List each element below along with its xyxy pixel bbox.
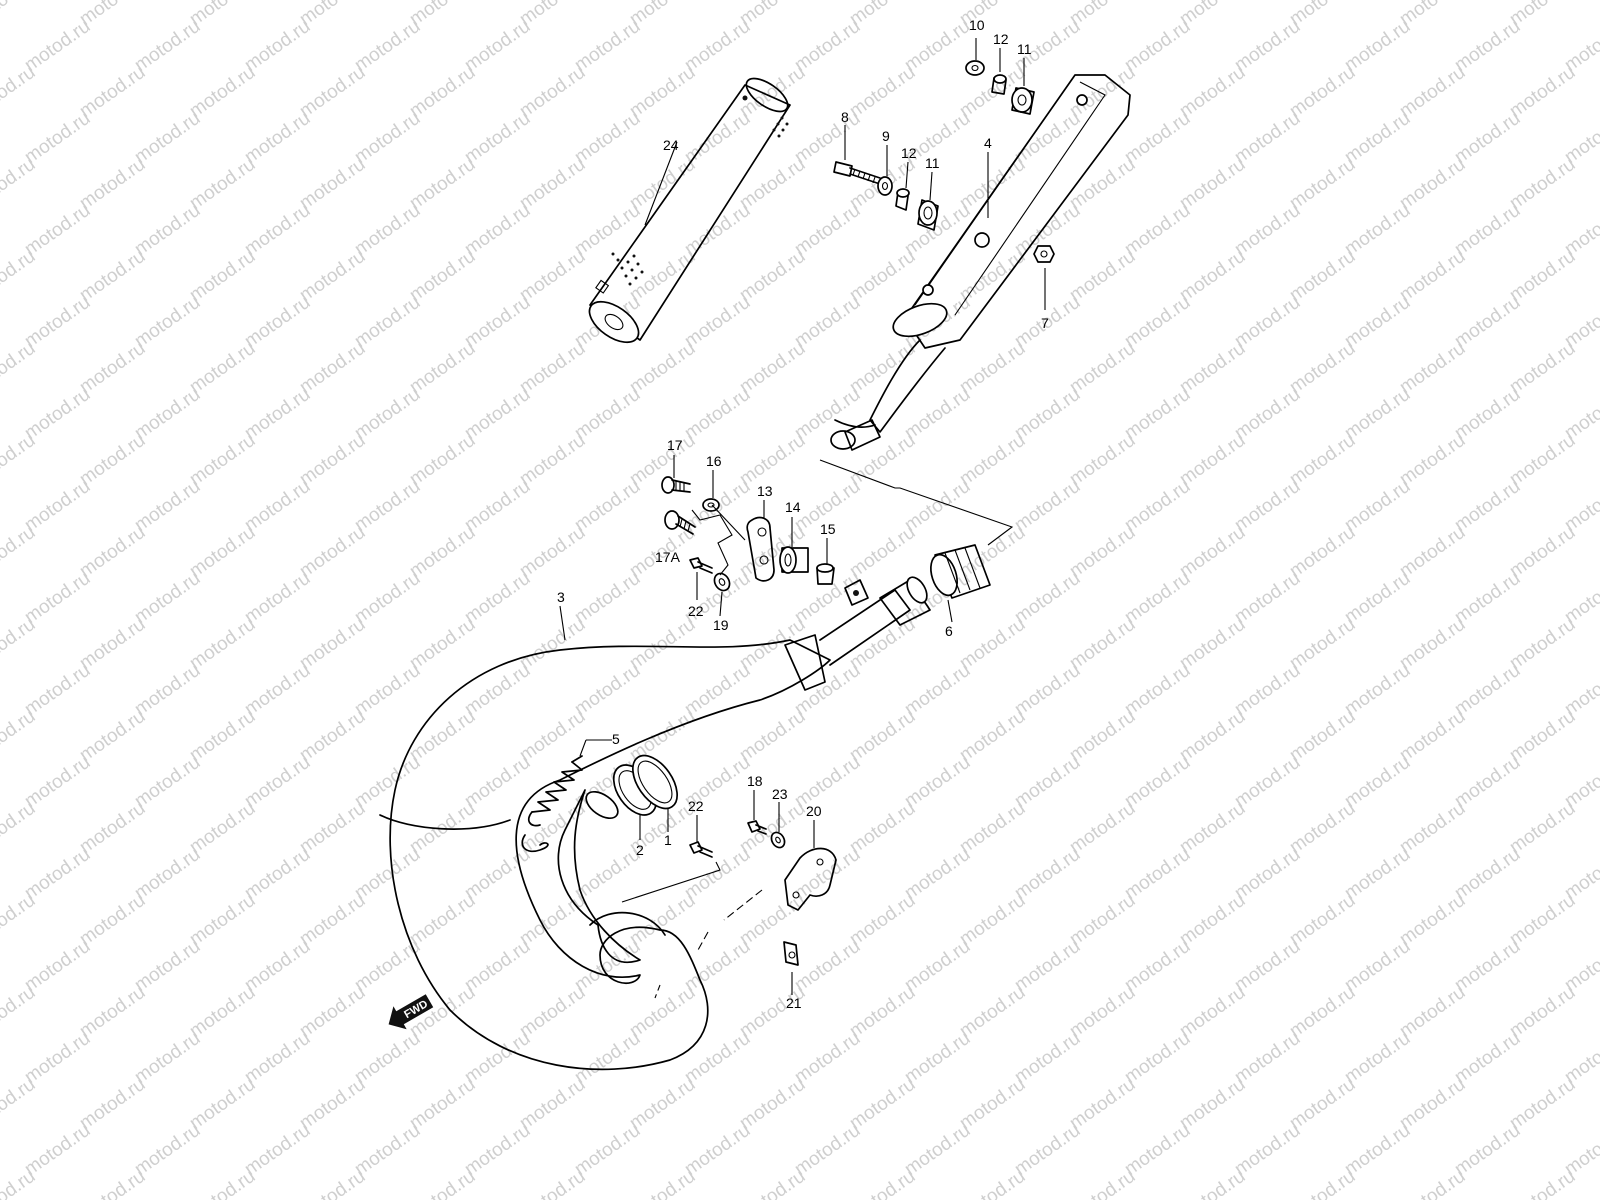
washer-part-10: [965, 60, 985, 76]
callout-19: 19: [713, 617, 729, 633]
gasket-part-1: [632, 754, 678, 810]
callout-20: 20: [806, 803, 822, 819]
spring-part-5: [521, 755, 583, 853]
connector-sleeve-part-6: [930, 544, 991, 599]
callout-22-upper: 22: [688, 603, 704, 619]
washer-part-23: [770, 831, 786, 849]
bracket-part-13: [746, 516, 775, 582]
callout-15: 15: [820, 521, 836, 537]
bolt-part-17A: [664, 510, 696, 535]
callout-12-upper: 12: [993, 31, 1009, 47]
callout-5: 5: [612, 731, 620, 747]
callout-leaders: [559, 38, 1046, 995]
bolt-part-17: [661, 476, 691, 494]
collar-part-12-lower: [895, 188, 910, 211]
callout-1: 1: [664, 832, 672, 848]
washer-part-9: [877, 176, 893, 196]
callout-11-lower: 11: [925, 155, 940, 171]
callout-2: 2: [636, 842, 644, 858]
silencer-part-4: [830, 74, 1131, 451]
bolt-part-8: [833, 161, 881, 185]
callout-6: 6: [945, 623, 953, 639]
grommet-part-11-upper: [1011, 87, 1035, 115]
callout-12-lower: 12: [901, 145, 917, 161]
callout-17A: 17A: [655, 549, 681, 565]
collar-part-12-upper: [991, 74, 1007, 95]
callout-10: 10: [969, 17, 985, 33]
grommet-part-14: [779, 546, 809, 574]
callout-22-lower: 22: [688, 798, 704, 814]
header-pipe-bend: [557, 789, 641, 963]
assembly-reference-lines: [621, 459, 1014, 999]
expansion-chamber-part-3: [379, 576, 931, 1071]
callout-8: 8: [841, 109, 849, 125]
heat-guard-part-24: [588, 77, 791, 344]
nut-part-7: [1033, 245, 1055, 263]
callout-16: 16: [706, 453, 722, 469]
callout-24: 24: [663, 137, 679, 153]
clip-nut-part-21: [783, 941, 799, 966]
grommet-part-11-lower: [917, 199, 939, 231]
bolt-part-22-lower: [689, 841, 713, 858]
callout-4: 4: [984, 135, 992, 151]
callout-17: 17: [667, 437, 683, 453]
callout-labels: 10 12 11 8 9 12 11 4 7 24 17 16 13 14 15…: [557, 17, 1049, 1011]
bolt-part-18: [747, 820, 767, 835]
callout-11-upper: 11: [1017, 41, 1032, 57]
callout-23: 23: [772, 786, 788, 802]
callout-9: 9: [882, 128, 890, 144]
callout-3: 3: [557, 589, 565, 605]
callout-18: 18: [747, 773, 763, 789]
callout-13: 13: [757, 483, 773, 499]
callout-21: 21: [786, 995, 802, 1011]
bolt-part-22-upper: [689, 557, 713, 574]
collar-part-15: [816, 563, 835, 585]
washer-part-19: [713, 572, 731, 592]
bracket-part-20: [784, 847, 837, 911]
callout-14: 14: [785, 499, 801, 515]
callout-7: 7: [1041, 315, 1049, 331]
